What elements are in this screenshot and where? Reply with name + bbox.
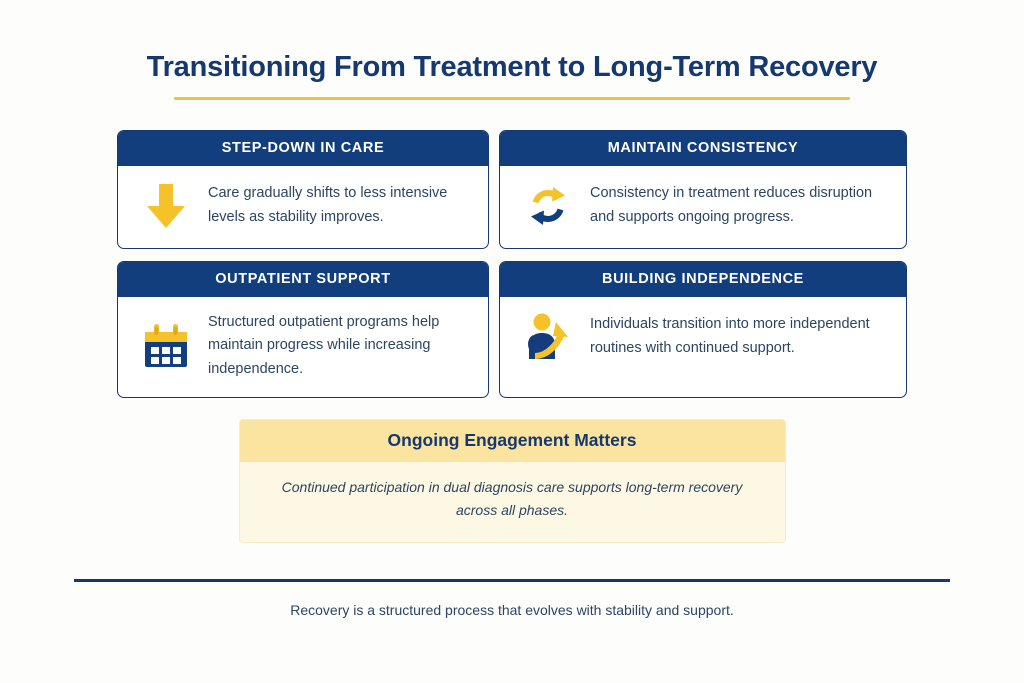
footer-caption: Recovery is a structured process that ev… bbox=[290, 601, 734, 618]
title-block: Transitioning From Treatment to Long-Ter… bbox=[0, 0, 1024, 100]
highlight-panel: Ongoing Engagement Matters Continued par… bbox=[239, 420, 785, 543]
card-body: Consistency in treatment reduces disrupt… bbox=[500, 166, 906, 248]
card-body: Individuals transition into more indepen… bbox=[500, 297, 906, 379]
highlight-heading: Ongoing Engagement Matters bbox=[239, 420, 785, 463]
page-title: Transitioning From Treatment to Long-Ter… bbox=[146, 51, 878, 83]
title-underline-rule bbox=[174, 96, 850, 100]
card-body: Care gradually shifts to less intensive … bbox=[118, 166, 488, 248]
card-description: Individuals transition into more indepen… bbox=[590, 316, 870, 356]
calendar-icon bbox=[140, 320, 192, 372]
person-growth-arrow-icon bbox=[522, 311, 574, 363]
highlight-description: Continued participation in dual diagnosi… bbox=[239, 462, 785, 543]
card-description: Consistency in treatment reduces disrupt… bbox=[590, 185, 873, 225]
card-heading: STEP-DOWN IN CARE bbox=[118, 130, 488, 166]
card-heading: OUTPATIENT SUPPORT bbox=[118, 261, 488, 297]
card-heading: BUILDING INDEPENDENCE bbox=[500, 261, 906, 297]
card-description: Structured outpatient programs help main… bbox=[208, 313, 440, 377]
card-body: Structured outpatient programs help main… bbox=[118, 297, 488, 397]
card-outpatient-support: OUTPATIENT SUPPORT bbox=[117, 260, 489, 399]
footer-divider bbox=[74, 579, 950, 582]
card-building-independence: BUILDING INDEPENDENCE Individuals transi… bbox=[499, 260, 907, 399]
card-step-down-in-care: STEP-DOWN IN CARE Care gradually shifts … bbox=[117, 129, 489, 249]
card-description: Care gradually shifts to less intensive … bbox=[208, 185, 448, 225]
card-maintain-consistency: MAINTAIN CONSISTENCY Consistency in trea… bbox=[499, 129, 907, 249]
card-grid: STEP-DOWN IN CARE Care gradually shifts … bbox=[0, 129, 1024, 399]
refresh-cycle-icon bbox=[522, 180, 574, 232]
card-heading: MAINTAIN CONSISTENCY bbox=[500, 130, 906, 166]
down-arrow-icon bbox=[140, 180, 192, 232]
